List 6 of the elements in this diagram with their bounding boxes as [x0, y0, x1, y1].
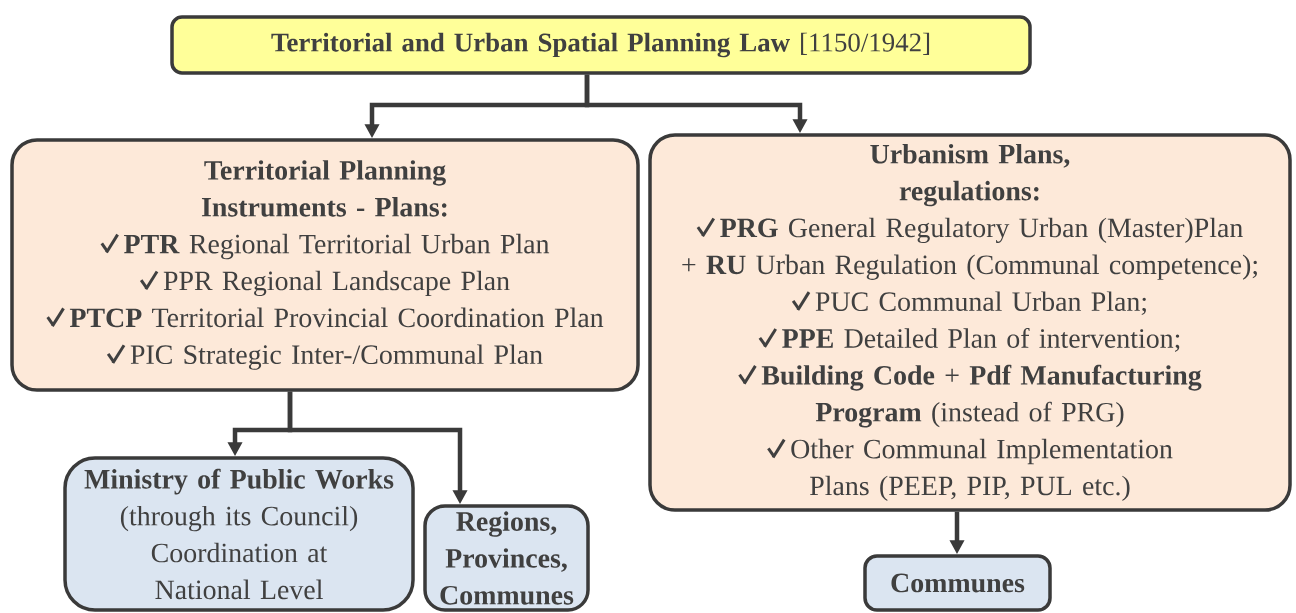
plan-box: Urbanism Plans, regulations: PRG General Regulatory Urban (Master)Plan + RU Urban Regulation (Communal competence); PUC Communal Urban Plan; PPE Detailed Plan of intervention; Building Code + Pdf Manufacturing Program (instead of PRG) Other Communal Implementation Plans (PEEP, PIP, PUL etc.) — [648, 133, 1292, 512]
institution-box: Communes — [863, 554, 1052, 612]
title-box: Territorial and Urban Spatial Planning Law [1150/1942] — [170, 15, 1032, 75]
plan-box: Territorial Planning Instruments - Plans: PTR Regional Territorial Urban Plan PPR Regional Landscape Plan PTCP Territorial Provincial Coordination Plan PIC Strategic Inter-/Communal Plan — [10, 138, 640, 392]
institution-box: Regions, Provinces, Communes — [423, 504, 590, 612]
institution-box: Ministry of Public Works (through its Council) Coordination at National Level — [63, 456, 415, 612]
